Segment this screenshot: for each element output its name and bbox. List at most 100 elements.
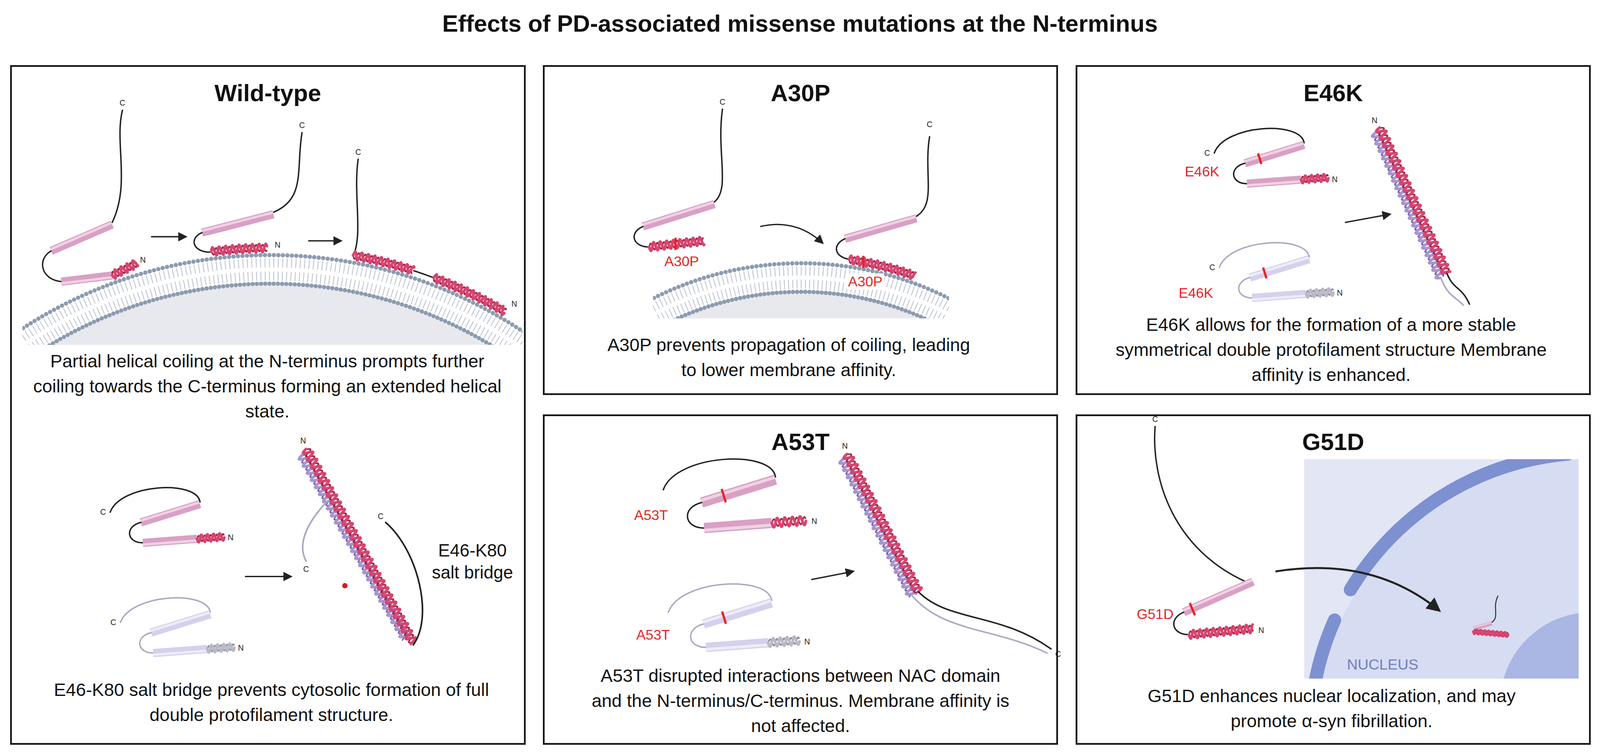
lipid-head — [233, 282, 238, 288]
lipid-tail — [334, 263, 337, 273]
lipid-tail — [304, 259, 306, 269]
vesicle-lumen — [22, 283, 523, 345]
lipid-head — [212, 285, 218, 290]
panel-heading: A30P — [544, 78, 1057, 108]
terminus-label: C — [1152, 414, 1158, 425]
lipid-tail — [438, 306, 443, 315]
salt-bridge-label: E46-K80 salt bridge — [428, 539, 517, 584]
lipid-tail — [345, 278, 348, 288]
lipid-tail — [243, 272, 244, 282]
lipid-head — [479, 304, 484, 309]
lipid-head — [258, 252, 263, 258]
lipid-head — [351, 289, 356, 294]
lipid-head — [47, 309, 53, 315]
lipid-tail — [498, 338, 504, 345]
lipid-head — [163, 294, 168, 300]
lipid-head — [316, 255, 322, 260]
lipid-tail — [434, 304, 439, 314]
lipid-head — [88, 289, 93, 295]
lipid-tail — [55, 312, 60, 321]
nuclear-envelope — [1311, 620, 1335, 679]
label-slot: A53T — [634, 507, 668, 524]
lipid-head — [454, 292, 460, 298]
lipid-head — [146, 299, 152, 304]
lipid-tail — [50, 330, 55, 339]
lipid-tail — [189, 265, 192, 275]
lipid-tail — [737, 285, 740, 295]
panel-heading: Wild-type — [11, 78, 524, 108]
disordered-tail — [714, 109, 723, 202]
lipid-tail — [28, 328, 34, 337]
lipid-head — [458, 325, 463, 331]
lipid-head — [28, 321, 33, 326]
lipid-tail — [221, 274, 223, 284]
lipid-head — [721, 299, 727, 304]
lipid-head — [766, 291, 771, 297]
lipid-tail — [351, 265, 354, 275]
lipid-head — [729, 297, 735, 303]
lipid-tail — [268, 258, 270, 268]
lipid-tail — [747, 270, 750, 280]
lipid-tail — [180, 267, 183, 276]
lipid-head — [465, 329, 471, 335]
terminus-label: C — [1209, 262, 1216, 272]
lipid-head — [191, 288, 197, 293]
lipid-tail — [818, 267, 820, 277]
lipid-tail — [758, 282, 761, 292]
lipid-head — [921, 285, 927, 290]
cylinder-highlight — [61, 277, 113, 284]
lipid-head — [391, 299, 397, 304]
lipid-tail — [61, 324, 66, 333]
lipid-tail — [336, 276, 339, 286]
lipid-head — [483, 306, 488, 312]
lipid-tail — [308, 259, 310, 270]
label-slot: C — [110, 617, 117, 627]
lipid-head — [155, 296, 160, 302]
lipid-head — [65, 333, 70, 338]
lipid-head — [798, 289, 804, 295]
mutation-label: A53T — [636, 626, 670, 643]
lipid-head — [359, 291, 364, 296]
lipid-head — [382, 267, 388, 272]
lipid-head — [164, 264, 170, 270]
lipid-tail — [216, 261, 218, 271]
lipid-tail — [461, 317, 466, 326]
lipid-tail — [35, 339, 41, 345]
lipid-head — [182, 261, 187, 266]
lipid-tail — [124, 296, 129, 305]
lipid-head — [740, 266, 746, 271]
lipid-tail — [273, 258, 275, 268]
lipid-head — [245, 253, 250, 258]
lipid-tail — [739, 272, 742, 282]
lipid-tail — [800, 279, 802, 290]
label-slot: N — [842, 441, 848, 451]
lipid-tail — [120, 297, 125, 307]
lipid-head — [100, 285, 106, 290]
lipid-head — [365, 263, 370, 268]
lipid-head — [22, 325, 26, 331]
lipid-head — [321, 256, 326, 261]
mutation-label: A53T — [634, 507, 668, 524]
lipid-tail — [726, 274, 729, 284]
lipid-head — [848, 264, 853, 270]
lipid-tail — [688, 286, 692, 296]
lipid-head — [938, 292, 943, 297]
lipid-head — [754, 292, 759, 298]
lipid-head — [139, 271, 144, 277]
lipid-tail — [411, 281, 415, 291]
lipid-tail — [717, 277, 720, 286]
lipid-head — [710, 273, 715, 278]
lipid-tail — [75, 302, 80, 311]
lipid-head — [887, 303, 893, 308]
lipid-tail — [774, 267, 776, 277]
lipid-tail — [805, 279, 806, 290]
cylinder-highlight — [642, 202, 714, 225]
mutation-label: A30P — [846, 273, 885, 290]
alpha-helix — [211, 243, 268, 256]
lipid-tail — [113, 300, 117, 309]
lipid-head — [446, 320, 452, 326]
lipid-head — [51, 307, 57, 312]
lipid-head — [142, 270, 148, 275]
lipid-tail — [191, 278, 194, 288]
